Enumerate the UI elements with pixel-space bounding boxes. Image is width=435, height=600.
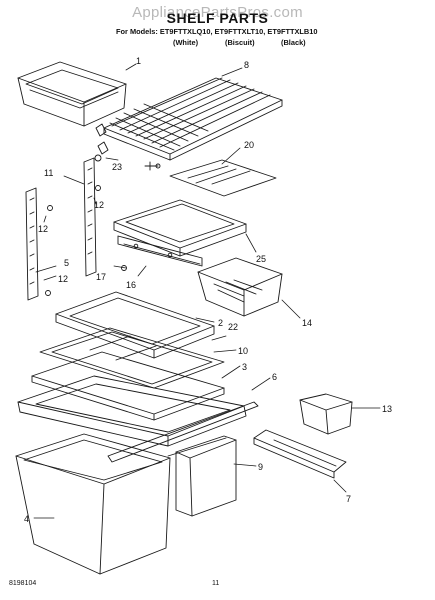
leader-lines	[33, 63, 381, 519]
part-12-rail-left	[25, 185, 101, 301]
callout-10: 10	[238, 346, 248, 356]
part-7-divider	[253, 429, 347, 479]
callout-9: 9	[258, 462, 263, 472]
callout-11: 11	[44, 168, 53, 178]
part-6-crisper-cover	[17, 375, 259, 463]
part-9-rail	[167, 437, 227, 457]
part-13-door-bin	[299, 393, 353, 435]
part-20-glass-panel	[169, 159, 277, 197]
document-number: 8198104	[9, 580, 37, 587]
callout-2: 2	[218, 318, 223, 328]
callout-4: 4	[24, 514, 29, 524]
part-16-slide-rail	[117, 235, 203, 271]
callout-5: 5	[64, 258, 69, 268]
callout-16: 16	[126, 280, 136, 290]
callout-23: 23	[112, 162, 122, 172]
color-black: (Black)	[281, 38, 306, 47]
callout-25: 25	[256, 254, 266, 264]
callout-14: 14	[302, 318, 312, 328]
part-4-crisper-drawer	[15, 433, 237, 575]
part-25-shelf-frame	[113, 199, 247, 257]
callout-8: 8	[244, 60, 249, 70]
part-1-bin	[17, 61, 127, 127]
part-2-shelf-frame	[55, 291, 215, 359]
callout-7: 7	[346, 494, 351, 504]
part-3-frame	[31, 351, 225, 421]
part-23-clips	[94, 154, 161, 171]
color-biscuit: (Biscuit)	[225, 38, 255, 47]
color-white: (White)	[173, 38, 199, 47]
callout-labels: 1 8 20 23 11 12 12 25 5 12 17 16 14 2 22…	[24, 56, 392, 524]
callout-1: 1	[136, 56, 141, 66]
callout-17: 17	[96, 272, 106, 282]
callout-12-upper: 12	[94, 200, 104, 210]
callout-3: 3	[242, 362, 247, 372]
part-8-wire-shelf	[95, 77, 283, 161]
page-title: SHELF PARTS	[166, 10, 269, 26]
callout-12-lower: 12	[58, 274, 68, 284]
callout-20: 20	[244, 140, 254, 150]
watermark: AppliancePartsPros.com	[132, 4, 303, 21]
callout-13: 13	[382, 404, 392, 414]
model-list: For Models: ET9FTTXLQ10, ET9FTTXLT10, ET…	[116, 27, 318, 36]
part-11-rail	[83, 157, 97, 277]
callout-22: 22	[228, 322, 238, 332]
part-14-deli-drawer	[197, 257, 283, 317]
page-number: 11	[212, 580, 220, 587]
callout-6: 6	[272, 372, 277, 382]
callout-12-middle: 12	[38, 224, 48, 234]
